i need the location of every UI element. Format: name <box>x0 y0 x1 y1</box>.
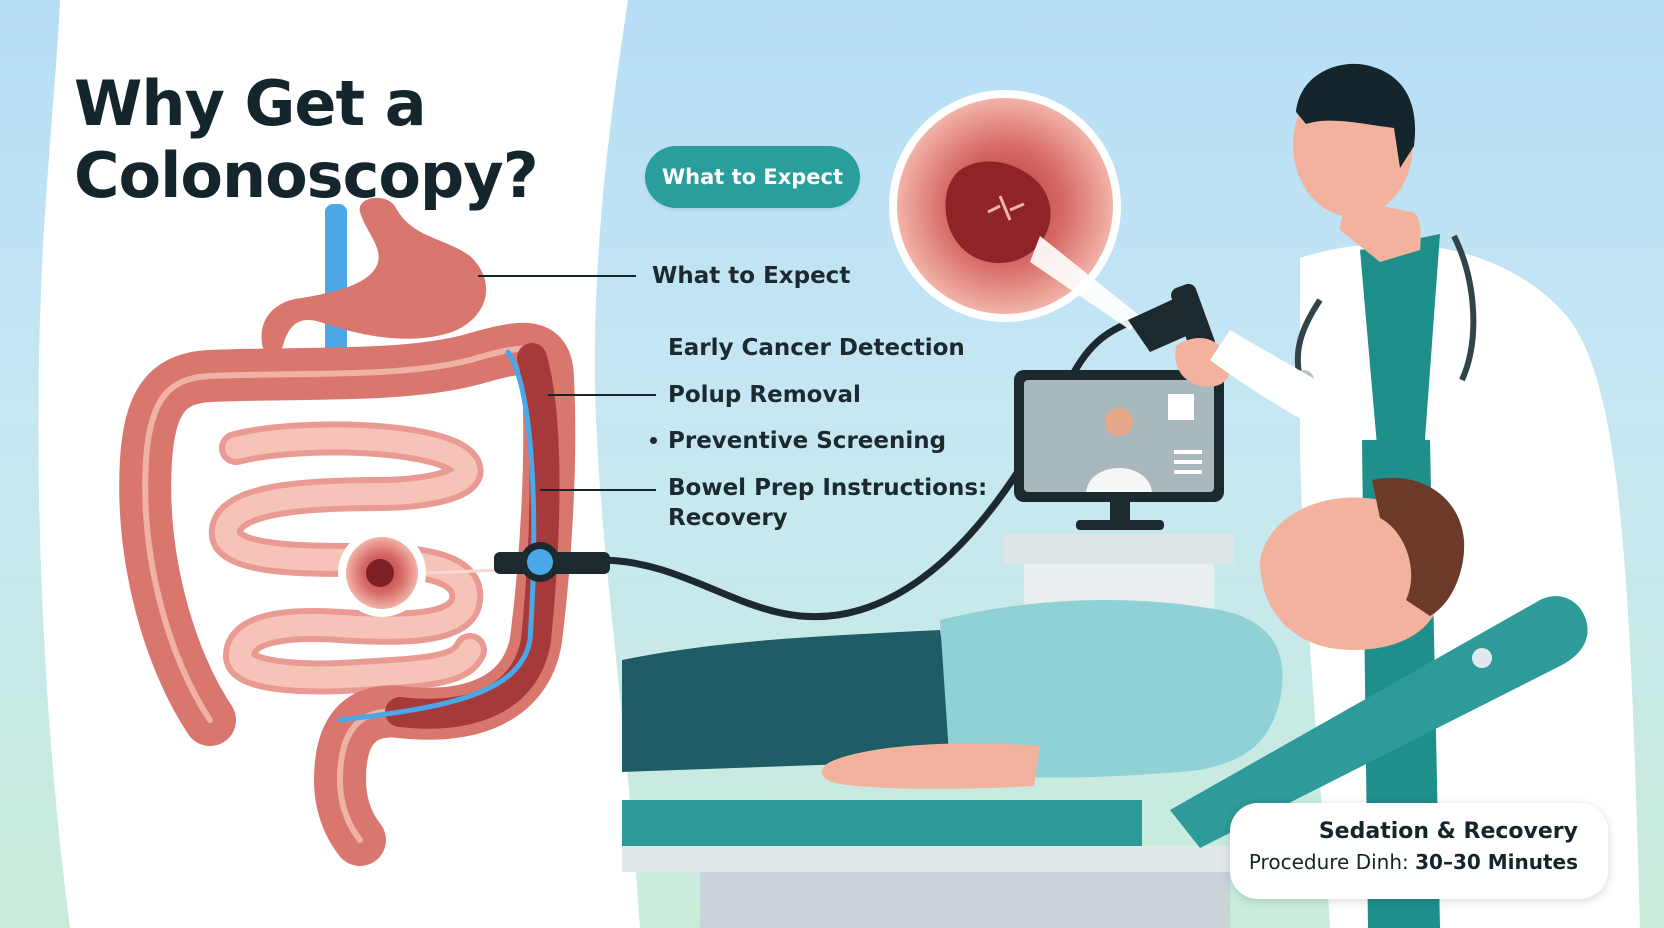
scope-handle <box>1128 283 1215 355</box>
endoscopy-monitor <box>1014 370 1224 530</box>
callout-polyp-removal: Polup Removal <box>668 382 861 408</box>
scope-cable <box>599 314 1142 621</box>
stomach <box>261 197 487 357</box>
image-icon <box>1168 394 1194 420</box>
esophagus <box>325 204 347 374</box>
colon <box>119 322 576 866</box>
callout-early-cancer-detection: Early Cancer Detection <box>668 335 965 361</box>
polyp-zoom-small <box>338 529 426 617</box>
patient-bed <box>622 596 1588 928</box>
info-card-title: Sedation & Recovery <box>1318 819 1578 844</box>
callout-preventive-screening: Preventive Screening <box>668 428 947 454</box>
callout-bowel-prep: Bowel Prep Instructions: <box>668 475 988 501</box>
bullet-dot <box>650 437 657 444</box>
callout-recovery: Recovery <box>668 505 788 531</box>
callout-what-to-expect: What to Expect <box>652 263 851 289</box>
info-card: Sedation & Recovery Procedure Dinh: 30–3… <box>1230 803 1608 899</box>
what-to-expect-button[interactable]: What to Expect <box>645 146 860 208</box>
page-title: Why Get a Colonoscopy? <box>74 67 539 212</box>
menu-lines-icon <box>1174 450 1202 454</box>
info-card-duration: Procedure Dinh: 30–30 Minutes <box>1230 847 1578 877</box>
duration-value: 30–30 Minutes <box>1415 850 1578 874</box>
duration-label: Procedure Dinh: <box>1248 850 1409 874</box>
patient <box>622 477 1465 789</box>
